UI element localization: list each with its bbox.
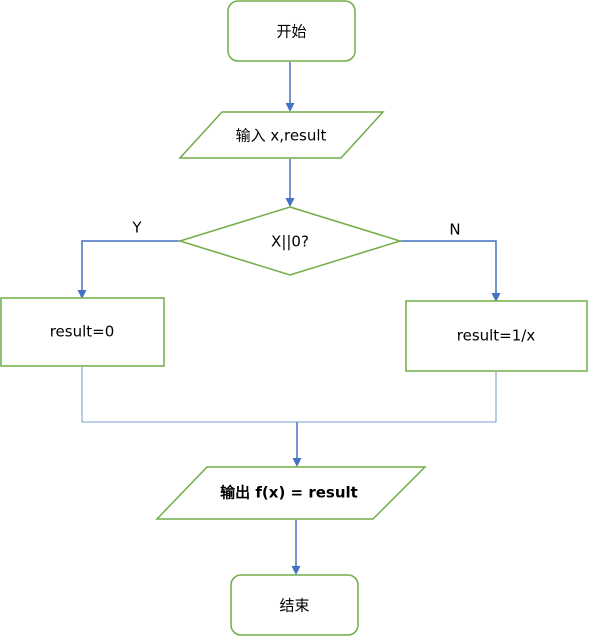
start-node-label: 开始	[276, 23, 306, 41]
no-process-label: result=1/x	[457, 327, 536, 345]
end-node	[230, 574, 359, 636]
arrow-decision-no-branch	[400, 240, 501, 302]
yes-process-label: result=0	[50, 323, 115, 341]
yes-process-node	[0, 297, 165, 367]
input-node	[178, 111, 385, 159]
end-node-label: 结束	[279, 597, 309, 615]
merge-line	[81, 367, 497, 423]
decision-node-label: X||0?	[271, 233, 309, 251]
start-node	[227, 0, 356, 62]
no-process-node	[405, 300, 588, 372]
decision-node	[177, 206, 403, 276]
input-node-label: 输入 x,result	[236, 127, 327, 145]
output-node-label: 输出 f(x) = result	[220, 484, 358, 502]
output-node	[155, 466, 427, 520]
yes-branch-label: Y	[131, 219, 142, 237]
no-branch-label: N	[449, 221, 460, 239]
arrow-decision-yes-branch	[77, 240, 180, 299]
